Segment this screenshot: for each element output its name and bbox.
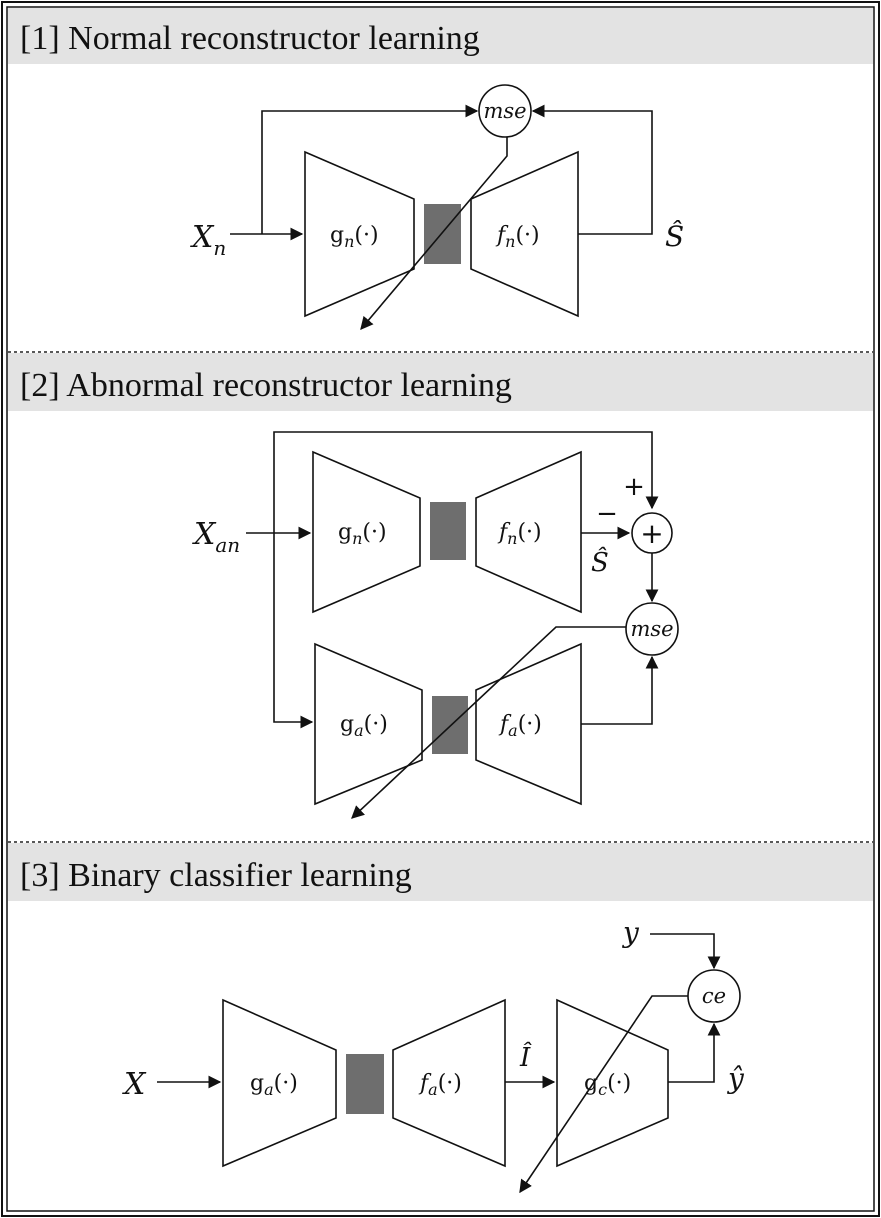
top-encoder-block xyxy=(312,450,421,614)
output-to-mse-arrow xyxy=(531,104,653,235)
input-arrow-bottom xyxy=(273,533,314,729)
decoder-label: fa(·) xyxy=(418,1071,462,1099)
target-label: y xyxy=(621,916,640,949)
classifier-label: gc(·) xyxy=(584,1071,631,1099)
decoder-block xyxy=(470,150,579,318)
bottom-decoder-label: fa(·) xyxy=(498,712,542,740)
bottom-encoder-label: ga(·) xyxy=(340,712,388,740)
mse-loss-node xyxy=(478,84,532,138)
minus-sign: − xyxy=(596,499,618,529)
output-label: Ŝ xyxy=(591,546,609,578)
input-label: Xan xyxy=(192,517,240,557)
encoder-label: gn(·) xyxy=(330,223,379,251)
target-arrow xyxy=(650,933,721,970)
section-1-header-bg xyxy=(8,8,873,64)
bottom-encoder-block xyxy=(314,642,423,806)
bottom-latent-block xyxy=(432,696,468,754)
section-3-header-bg xyxy=(8,843,873,901)
gradient-arrow xyxy=(351,626,626,819)
section-3: [3] Binary classifier learning ga(·) fa(… xyxy=(8,843,873,1194)
bottom-decoder-block xyxy=(475,642,582,806)
mse-label: mse xyxy=(483,99,526,123)
classifier-block xyxy=(556,998,669,1168)
input-to-sum-arrow xyxy=(273,431,659,533)
section-1: [1] Normal reconstructor learning mse Xn… xyxy=(8,8,873,330)
gradient-arrow xyxy=(360,137,508,330)
section-2-title: [2] Abnormal reconstructor learning xyxy=(20,367,512,404)
decoder-block xyxy=(392,998,506,1168)
section-2: [2] Abnormal reconstructor learning gn(·… xyxy=(8,353,873,819)
mse-loss-node xyxy=(625,602,679,656)
input-label: Xn xyxy=(190,220,226,260)
plus-sign: + xyxy=(623,472,645,502)
section-3-title: [3] Binary classifier learning xyxy=(20,857,412,894)
section-2-header-bg xyxy=(8,353,873,411)
latent-block xyxy=(346,1054,384,1114)
inner-frame xyxy=(6,6,875,1212)
prediction-label: ŷ xyxy=(726,1062,745,1095)
top-decoder-block xyxy=(475,450,582,614)
output-label: Ŝ xyxy=(665,219,684,253)
top-decoder-label: fn(·) xyxy=(497,520,542,548)
input-to-mse-arrow xyxy=(261,104,479,234)
recon-label: Î xyxy=(519,1041,532,1073)
top-encoder-label: gn(·) xyxy=(338,520,387,548)
sum-symbol: + xyxy=(640,517,663,550)
decoder-label: fn(·) xyxy=(495,223,540,251)
mse-label: mse xyxy=(630,617,673,641)
encoder-label: ga(·) xyxy=(250,1071,298,1099)
gradient-arrow xyxy=(519,995,688,1194)
prediction-arrow xyxy=(668,1022,721,1083)
ce-label: ce xyxy=(702,984,726,1008)
latent-block xyxy=(424,204,461,264)
encoder-block xyxy=(222,998,337,1168)
section-1-title: [1] Normal reconstructor learning xyxy=(20,20,480,57)
top-latent-block xyxy=(430,502,466,560)
input-label: X xyxy=(122,1067,147,1102)
encoder-block xyxy=(304,150,415,318)
bottom-output-arrow xyxy=(581,655,659,725)
